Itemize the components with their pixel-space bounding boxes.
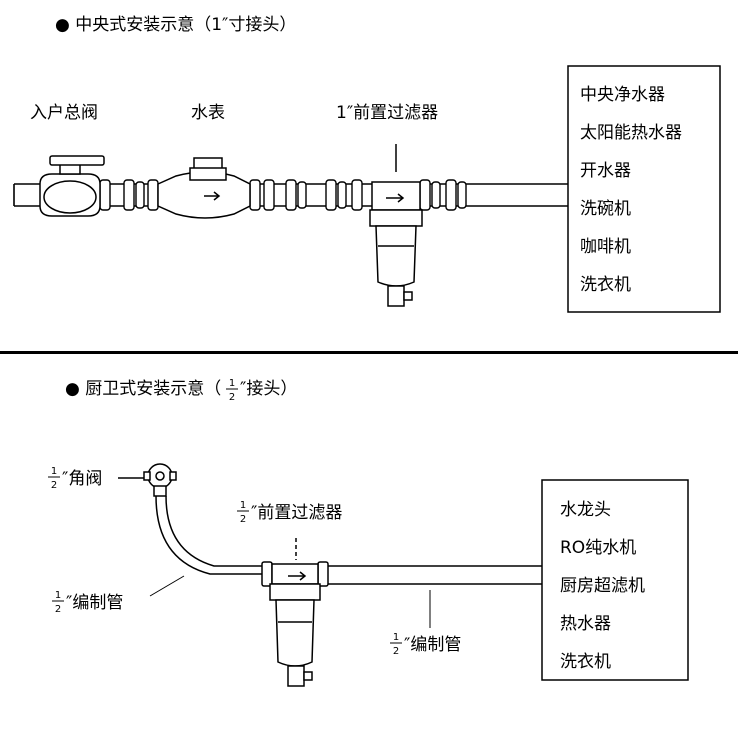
svg-text:″编制管: ″编制管 xyxy=(66,593,123,613)
top-appliance-2: 太阳能热水器 xyxy=(580,123,682,143)
svg-text:1: 1 xyxy=(51,466,57,477)
top-appliance-5: 咖啡机 xyxy=(580,237,631,257)
label-hose-right: 1 2 ″编制管 xyxy=(390,632,461,657)
top-appliance-4: 洗碗机 xyxy=(580,199,631,219)
bottom-appliance-1: 水龙头 xyxy=(560,500,611,520)
label-water-meter: 水表 xyxy=(191,103,225,123)
top-appliance-3: 开水器 xyxy=(580,161,631,181)
svg-text:2: 2 xyxy=(240,514,246,525)
fraction-numerator: 1 xyxy=(229,378,235,389)
braided-hose-left xyxy=(155,495,264,575)
svg-text:″编制管: ″编制管 xyxy=(404,635,461,655)
section-divider xyxy=(0,351,738,354)
braided-hose-right xyxy=(328,565,542,628)
top-pre-filter xyxy=(369,144,423,307)
label-bottom-filter: 1 2 ″前置过滤器 xyxy=(237,500,342,525)
svg-text:1: 1 xyxy=(55,590,61,601)
svg-text:1: 1 xyxy=(393,632,399,643)
svg-text:2: 2 xyxy=(393,646,399,657)
top-appliance-1: 中央净水器 xyxy=(580,85,665,105)
label-angle-valve: 1 2 ″角阀 xyxy=(48,466,102,491)
bottom-title-prefix: ● 厨卫式安装示意（ xyxy=(65,379,221,399)
bottom-appliance-box xyxy=(541,479,689,681)
bottom-appliance-5: 洗衣机 xyxy=(560,652,611,672)
top-appliance-box xyxy=(567,65,721,313)
label-top-filter: 1″前置过滤器 xyxy=(336,103,438,123)
bottom-appliance-4: 热水器 xyxy=(560,614,611,634)
label-hose-left: 1 2 ″编制管 xyxy=(52,575,185,615)
bottom-appliance-2: RO纯水机 xyxy=(560,538,636,558)
fraction-denominator: 2 xyxy=(229,392,235,403)
bottom-title-suffix: ″接头） xyxy=(240,379,297,399)
svg-text:″前置过滤器: ″前置过滤器 xyxy=(251,503,342,523)
svg-text:″角阀: ″角阀 xyxy=(62,469,102,489)
angle-valve xyxy=(118,463,177,497)
top-title: ● 中央式安装示意（1″寸接头） xyxy=(55,15,296,35)
svg-text:2: 2 xyxy=(51,480,57,491)
bottom-pre-filter xyxy=(261,538,329,687)
label-main-valve: 入户总阀 xyxy=(30,103,98,123)
main-valve xyxy=(39,155,105,217)
top-appliance-6: 洗衣机 xyxy=(580,275,631,295)
svg-text:2: 2 xyxy=(55,604,61,615)
svg-text:1: 1 xyxy=(240,500,246,511)
bottom-appliance-3: 厨房超滤机 xyxy=(560,576,645,596)
bottom-title: ● 厨卫式安装示意（ 1 2 ″接头） xyxy=(65,378,297,403)
water-meter xyxy=(157,157,251,219)
